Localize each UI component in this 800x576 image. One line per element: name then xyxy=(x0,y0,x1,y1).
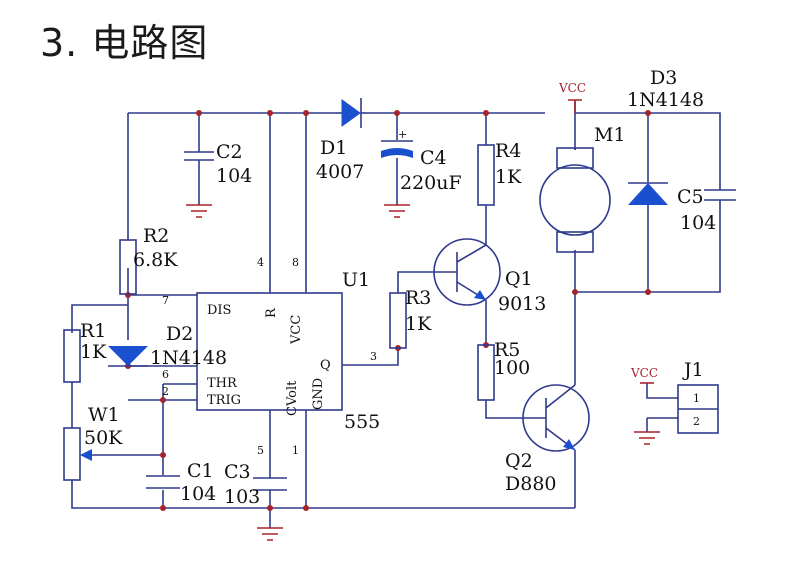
vcc-symbol-top xyxy=(568,99,582,113)
pin-num-1: 1 xyxy=(292,444,299,457)
d2-diode xyxy=(108,346,148,367)
r4-value: 1K xyxy=(495,166,522,188)
u1-chip-body xyxy=(196,292,343,411)
wires xyxy=(71,100,721,528)
vcc-label-j1: VCC xyxy=(630,366,658,380)
r3-resistor xyxy=(389,292,407,349)
pin-thr: THR xyxy=(207,376,238,391)
m1-label: M1 xyxy=(594,124,626,146)
q2-transistor xyxy=(522,384,590,452)
d3-label: D3 xyxy=(650,67,677,89)
pin-num-6: 6 xyxy=(162,368,169,381)
q1-label: Q1 xyxy=(505,268,533,290)
r2-value: 6.8K xyxy=(133,249,178,271)
w1-label: W1 xyxy=(88,404,120,426)
pin-num-2: 2 xyxy=(162,385,169,398)
r2-resistor xyxy=(119,239,137,295)
r4-resistor xyxy=(477,144,495,206)
r5-resistor xyxy=(477,344,495,401)
page-title: 3. 电路图 xyxy=(40,21,209,65)
pin-vcc: VCC xyxy=(289,315,304,345)
w1-value: 50K xyxy=(84,427,123,449)
c1-label: C1 xyxy=(187,460,214,482)
j1-pin-2: 2 xyxy=(693,415,700,428)
c4-label: C4 xyxy=(420,147,447,169)
d1-label: D1 xyxy=(320,137,347,159)
ground-symbol-main xyxy=(257,527,283,541)
pin-dis: DIS xyxy=(207,303,231,318)
r5-value: 100 xyxy=(494,357,530,379)
w1-potentiometer xyxy=(63,427,92,481)
r1-resistor xyxy=(63,329,81,383)
pin-q: Q xyxy=(320,358,331,373)
r1-value: 1K xyxy=(80,341,107,363)
d3-value: 1N4148 xyxy=(627,89,704,111)
svg-text:+: + xyxy=(398,128,407,141)
c5-value: 104 xyxy=(680,212,716,234)
r1-label: R1 xyxy=(80,320,106,342)
j1-pin-1: 1 xyxy=(693,392,700,405)
d2-label: D2 xyxy=(166,323,193,345)
d1-value: 4007 xyxy=(316,161,364,183)
vcc-label-top: VCC xyxy=(558,81,586,95)
c1-value: 104 xyxy=(180,483,216,505)
c4-value: 220uF xyxy=(400,172,462,194)
r5-label: R5 xyxy=(494,339,520,361)
j1-label: J1 xyxy=(682,359,704,381)
c2-label: C2 xyxy=(216,141,243,163)
u1-model: 555 xyxy=(344,411,380,433)
c5-label: C5 xyxy=(677,186,704,208)
r2-label: R2 xyxy=(143,225,169,247)
c3-capacitor xyxy=(253,477,287,491)
ground-symbol-c2 xyxy=(186,204,212,218)
q1-value: 9013 xyxy=(498,293,546,315)
r3-label: R3 xyxy=(405,287,431,309)
q1-transistor xyxy=(433,238,501,306)
c2-capacitor xyxy=(184,151,214,161)
c1-capacitor xyxy=(146,475,180,489)
j1-connector xyxy=(677,384,719,434)
c2-value: 104 xyxy=(216,165,252,187)
pin-num-8: 8 xyxy=(292,256,299,269)
pin-num-3: 3 xyxy=(370,350,377,363)
pin-r: R xyxy=(264,307,279,318)
ground-symbol-j1 xyxy=(634,431,660,445)
c3-label: C3 xyxy=(224,461,251,483)
pin-num-7: 7 xyxy=(162,294,169,307)
m1-motor xyxy=(539,147,611,253)
r3-value: 1K xyxy=(405,313,432,335)
pin-gnd: GND xyxy=(311,378,326,410)
junction-nodes xyxy=(125,110,651,511)
d1-diode xyxy=(335,98,367,128)
pin-cvolt: CVolt xyxy=(285,380,300,416)
c3-value: 103 xyxy=(224,486,260,508)
q2-value: D880 xyxy=(505,473,557,495)
pin-num-5: 5 xyxy=(257,444,264,457)
d2-value: 1N4148 xyxy=(150,347,227,369)
d3-diode xyxy=(628,182,668,205)
ground-symbol-c4 xyxy=(384,204,410,218)
pin-trig: TRIG xyxy=(207,393,241,408)
c4-capacitor: + xyxy=(381,128,413,158)
pin-num-4: 4 xyxy=(257,256,264,269)
c5-capacitor xyxy=(704,189,736,201)
r4-label: R4 xyxy=(495,140,521,162)
q2-label: Q2 xyxy=(505,450,533,472)
u1-label: U1 xyxy=(342,269,370,291)
